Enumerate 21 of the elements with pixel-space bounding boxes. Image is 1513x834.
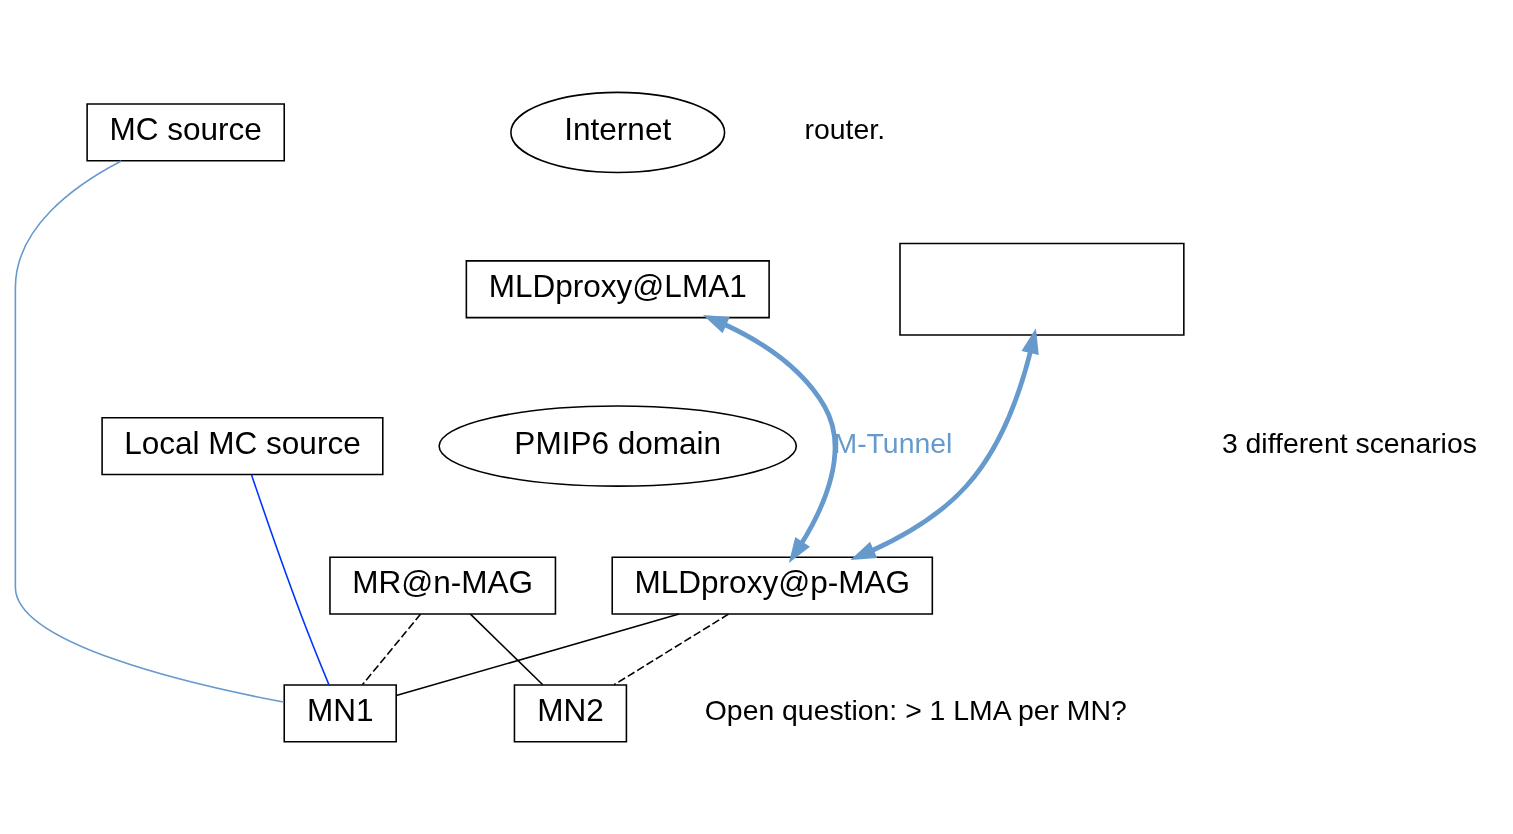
node-box: MLDproxy@LMA1 — [465, 260, 770, 319]
node-ellipse: PMIP6 domain — [438, 405, 798, 487]
node-box: MN1 — [283, 684, 397, 743]
connector — [613, 613, 730, 686]
node-box: MR@n-MAG — [329, 556, 557, 615]
node-box: MLDproxy@p-MAG — [611, 556, 934, 615]
connector — [395, 613, 680, 697]
node-box: MN2 — [513, 684, 628, 743]
node-box — [899, 242, 1185, 336]
label: 3 different scenarios — [1221, 427, 1477, 460]
node-box: MC source — [86, 103, 286, 162]
arrow — [703, 314, 838, 564]
connector — [250, 474, 330, 686]
node-box: Local MC source — [101, 416, 384, 476]
node-ellipse: Internet — [510, 91, 726, 174]
connector — [361, 613, 422, 686]
label: Open question: > 1 LMA per MN? — [704, 694, 1127, 727]
arrow — [850, 328, 1039, 560]
connector — [14, 160, 285, 703]
label: router. — [804, 113, 886, 146]
connector — [469, 613, 544, 686]
